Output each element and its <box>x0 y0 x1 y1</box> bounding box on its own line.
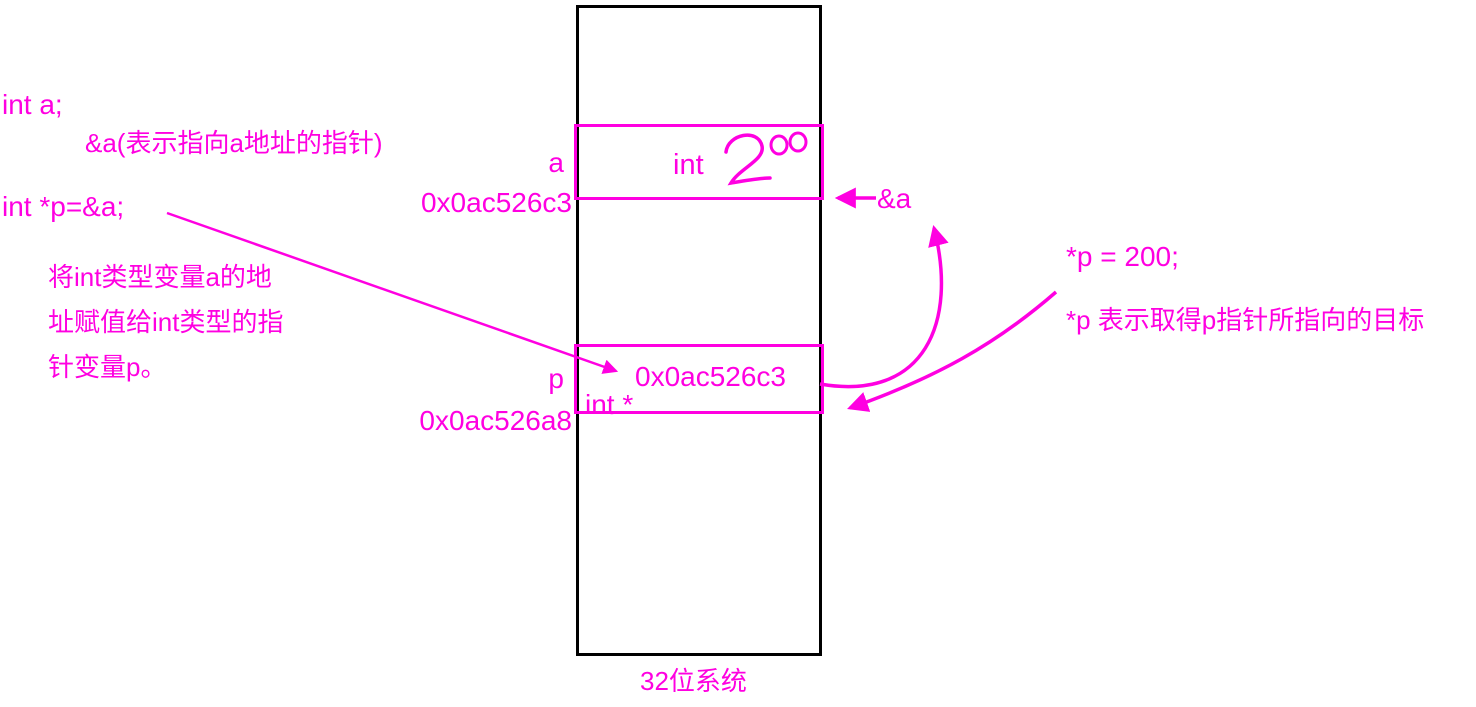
cell-a-address: 0x0ac526c3 <box>420 187 572 218</box>
memory-cell-a: int <box>574 124 824 200</box>
cell-a-type-label: int <box>673 149 704 181</box>
system-caption: 32位系统 <box>640 666 747 696</box>
note-address-of-a: &a(表示指向a地址的指针) <box>85 128 383 158</box>
note-deref-assign: *p = 200; <box>1066 241 1179 272</box>
note-deref-explain: *p 表示取得p指针所指向的目标 <box>1066 305 1425 335</box>
cell-p-type-label: int * <box>585 389 634 420</box>
cell-p-value: 0x0ac526c3 <box>635 361 787 392</box>
cell-p-address: 0x0ac526a8 <box>419 405 572 436</box>
code-decl-a: int a; <box>2 89 63 120</box>
code-decl-p: int *p=&a; <box>2 191 125 222</box>
cell-p-name-label: p <box>548 363 564 394</box>
cell-a-name-label: a <box>548 147 564 178</box>
arrow-deref-to-cell-p <box>847 290 1058 412</box>
note-amp-a-pointer: &a <box>877 183 912 214</box>
paragraph-line-1: 将int类型变量a的地 <box>48 262 272 292</box>
arrow-pointer-to-target <box>819 224 949 389</box>
paragraph-line-2: 址赋值给int类型的指 <box>48 307 284 337</box>
memory-column <box>576 5 822 656</box>
paragraph-line-3: 针变量p。 <box>48 352 167 382</box>
memory-cell-p: 0x0ac526c3 int * <box>574 344 824 420</box>
